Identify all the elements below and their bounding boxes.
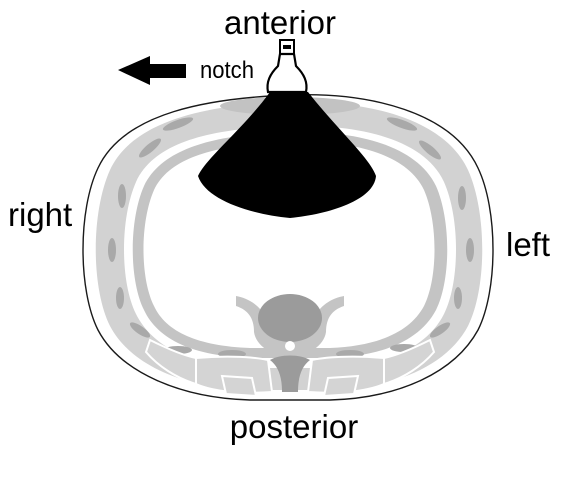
ultrasound-probe-icon <box>266 39 308 94</box>
arrow-left-icon <box>118 56 186 85</box>
transverse-processes <box>236 296 344 356</box>
label-notch: notch <box>200 56 254 83</box>
vertebral-body <box>258 294 322 342</box>
ultrasound-beam <box>198 92 376 218</box>
spinous-process <box>270 355 310 392</box>
label-anterior: anterior <box>224 4 336 41</box>
label-right: right <box>8 196 72 233</box>
spine <box>236 294 344 392</box>
spinal-canal <box>285 341 295 351</box>
rib-segments-left <box>336 117 474 358</box>
label-left: left <box>506 226 550 263</box>
paraspinal-muscles <box>144 338 436 398</box>
label-posterior: posterior <box>230 408 358 445</box>
body-outline <box>82 94 494 401</box>
body-cross-section <box>82 94 494 401</box>
